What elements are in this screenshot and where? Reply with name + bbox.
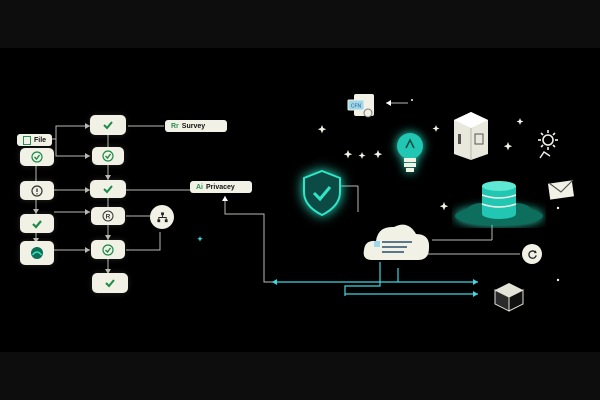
left-check-node[interactable]	[20, 148, 54, 166]
shield-node[interactable]	[300, 168, 344, 218]
checkmark-icon	[103, 185, 113, 194]
check-circle-icon	[102, 243, 114, 256]
database-icon	[455, 181, 543, 225]
bottom-band	[0, 352, 600, 400]
gear-person-node[interactable]	[534, 128, 562, 160]
left-info-node[interactable]	[20, 181, 54, 200]
file-icon	[23, 135, 31, 145]
gear-person-icon	[538, 130, 558, 159]
org-chart-node[interactable]	[150, 205, 174, 229]
check-node-1[interactable]	[90, 115, 126, 135]
cube-icon	[494, 283, 524, 312]
check-circle-icon	[102, 150, 114, 162]
left-gauge-node[interactable]	[20, 241, 54, 265]
registered-circle-icon: R	[102, 210, 114, 222]
cloud-document-icon	[363, 224, 430, 260]
lightbulb-icon	[397, 133, 423, 172]
server-box-icon	[454, 112, 488, 160]
svg-text:CFN: CFN	[351, 104, 362, 110]
record-node[interactable]: R	[91, 207, 125, 225]
info-circle-icon	[31, 184, 43, 197]
database-node[interactable]	[452, 178, 546, 228]
check-node-3[interactable]	[90, 180, 126, 198]
checkmark-icon	[32, 219, 42, 229]
document-stack-icon: CFN	[347, 94, 374, 118]
org-chart-icon	[156, 211, 168, 222]
check-node-5[interactable]	[92, 273, 128, 293]
server-box-node[interactable]	[450, 110, 492, 162]
privacy-label[interactable]: Ai Privacey	[190, 181, 252, 193]
check-node-4[interactable]	[91, 240, 125, 259]
cloud-node[interactable]	[362, 214, 432, 266]
gauge-icon	[31, 247, 43, 259]
envelope-icon	[548, 179, 574, 200]
left-check-node-2[interactable]	[20, 214, 54, 233]
check-circle-icon	[31, 151, 43, 163]
check-node-2[interactable]	[92, 147, 124, 165]
svg-text:R: R	[106, 214, 111, 221]
cube-node[interactable]	[492, 280, 526, 314]
refresh-node[interactable]	[522, 244, 542, 264]
checkmark-icon	[103, 121, 113, 130]
file-label: File	[17, 134, 53, 146]
shield-check-icon	[303, 169, 341, 217]
lightbulb-node[interactable]	[392, 130, 428, 178]
checkmark-icon	[105, 279, 115, 288]
survey-label[interactable]: Rr Survey	[165, 120, 227, 132]
document-stack-node[interactable]: CFN	[346, 92, 378, 120]
top-band	[0, 0, 600, 48]
envelope-node[interactable]	[546, 178, 576, 202]
refresh-icon	[527, 249, 537, 259]
